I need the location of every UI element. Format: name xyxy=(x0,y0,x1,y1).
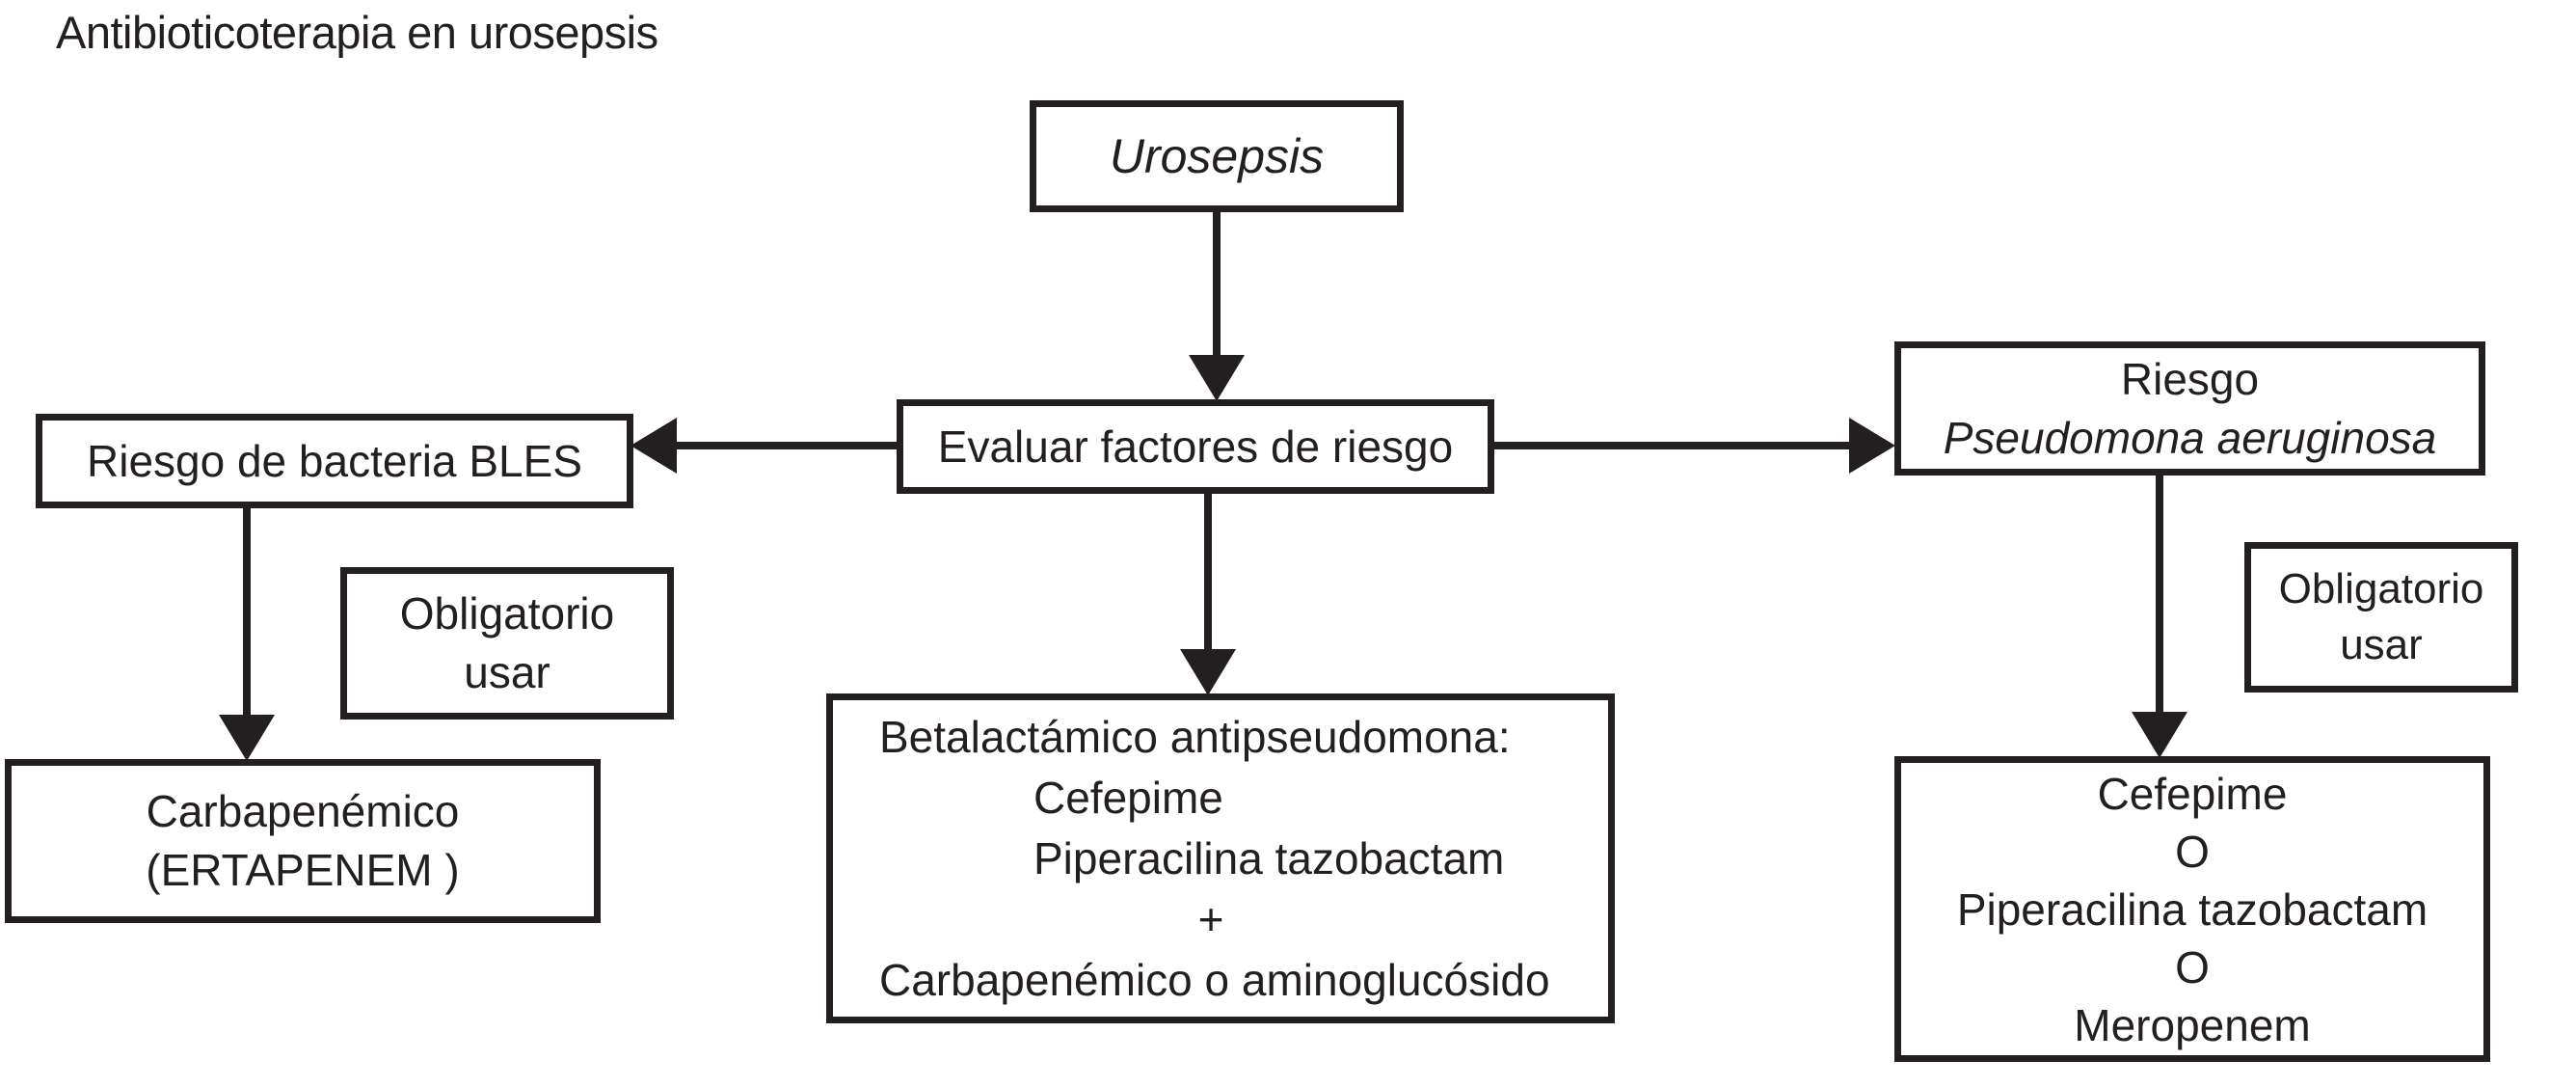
arrowhead-left-to-bles xyxy=(631,418,677,474)
obligatorio-left-line2: usar xyxy=(464,647,550,697)
connector-pseudomona-to-options xyxy=(2156,474,2163,715)
node-obligatorio-usar-left: Obligatorio usar xyxy=(340,567,674,720)
option-or-2: O xyxy=(2175,941,2210,992)
node-betalactamico-antipseudomona: Betalactámico antipseudomona: Cefepime P… xyxy=(826,693,1615,1023)
obligatorio-right-line1: Obligatorio xyxy=(2278,564,2484,612)
option-cefepime: Cefepime xyxy=(2097,768,2288,819)
betalactamico-heading: Betalactámico antipseudomona: xyxy=(879,711,1511,762)
node-evaluar-factores: Evaluar factores de riesgo xyxy=(897,399,1494,494)
connector-evaluar-to-betalactamico xyxy=(1204,492,1212,652)
riesgo-pseudomona-line2: Pseudomona aeruginosa xyxy=(1943,412,2437,463)
node-obligatorio-usar-right: Obligatorio usar xyxy=(2244,542,2518,693)
node-riesgo-pseudomona: Riesgo Pseudomona aeruginosa xyxy=(1894,341,2485,476)
carbapenemico-line2: (ERTAPENEM ) xyxy=(146,845,460,895)
connector-bles-to-carbapenemico xyxy=(243,506,251,718)
betalactamico-option-cefepime: Cefepime xyxy=(1033,772,1223,823)
node-evaluar-label: Evaluar factores de riesgo xyxy=(937,421,1454,472)
option-piperacilina: Piperacilina tazobactam xyxy=(1956,883,2428,935)
arrowhead-down-to-evaluar xyxy=(1189,355,1245,401)
obligatorio-left-line1: Obligatorio xyxy=(399,588,615,639)
betalactamico-option-piperacilina: Piperacilina tazobactam xyxy=(1033,832,1505,883)
node-urosepsis-label: Urosepsis xyxy=(1109,129,1325,183)
connector-evaluar-to-pseudomona xyxy=(1492,442,1853,449)
arrowhead-down-to-options xyxy=(2132,712,2187,758)
connector-urosepsis-to-evaluar xyxy=(1213,211,1221,358)
node-urosepsis: Urosepsis xyxy=(1030,100,1404,212)
betalactamico-plus-sign: + xyxy=(1197,893,1224,944)
obligatorio-right-line2: usar xyxy=(2340,621,2423,668)
carbapenemico-line1: Carbapenémico xyxy=(146,786,460,837)
node-carbapenemico-ertapenem: Carbapenémico (ERTAPENEM ) xyxy=(5,759,601,923)
node-riesgo-bles: Riesgo de bacteria BLES xyxy=(36,414,633,508)
node-riesgo-bles-label: Riesgo de bacteria BLES xyxy=(87,435,582,486)
betalactamico-option-carbapenemico: Carbapenémico o aminoglucósido xyxy=(879,954,1550,1005)
arrowhead-right-to-pseudomona xyxy=(1849,418,1895,474)
option-meropenem: Meropenem xyxy=(2074,999,2311,1050)
option-or-1: O xyxy=(2175,826,2210,877)
riesgo-pseudomona-line1: Riesgo xyxy=(2120,353,2260,404)
node-pseudomona-treatment-options: Cefepime O Piperacilina tazobactam O Mer… xyxy=(1894,756,2490,1062)
diagram-title: Antibioticoterapia en urosepsis xyxy=(56,7,658,58)
connector-evaluar-to-bles xyxy=(673,442,899,449)
arrowhead-down-to-carbapenemico xyxy=(219,715,275,761)
arrowhead-down-to-betalactamico xyxy=(1180,649,1236,695)
